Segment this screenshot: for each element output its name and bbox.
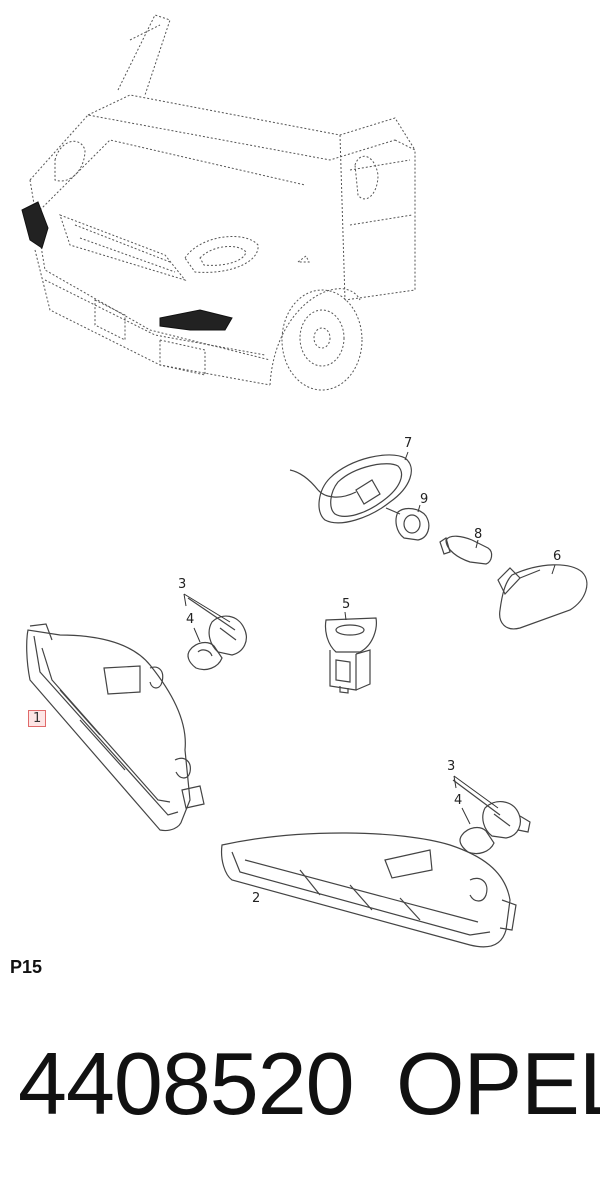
callout-6: 6: [553, 549, 562, 564]
callout-1: 1: [28, 710, 47, 727]
callout-3-upper: 3: [178, 577, 187, 592]
exploded-parts-diagram: [21, 14, 588, 948]
leader-lines: [183, 451, 556, 825]
callout-2: 2: [252, 891, 261, 906]
part-1-fog-lamp-left: [26, 623, 205, 832]
part-number: 4408520: [18, 1034, 355, 1133]
part-3-4-bulb-socket-upper: [187, 597, 247, 671]
callout-9: 9: [420, 492, 429, 507]
callout-8: 8: [474, 527, 483, 542]
callout-4-upper: 4: [186, 612, 195, 627]
callout-5: 5: [342, 597, 351, 612]
part-8-bulb: [439, 535, 493, 565]
vehicle-fog-lamp-highlights: [21, 201, 233, 331]
callout-7: 7: [404, 436, 413, 451]
part-9-bulb-socket: [385, 507, 430, 541]
callout-3-lower: 3: [447, 759, 456, 774]
part-7-lamp-housing: [289, 454, 412, 524]
brand-name: OPEL: [396, 1034, 600, 1133]
part-6-side-repeater: [497, 564, 588, 630]
part-3-4-bulb-socket-lower: [452, 779, 531, 855]
callout-4-lower: 4: [454, 793, 463, 808]
part-2-fog-lamp-right: [220, 832, 517, 948]
part-5-connector: [324, 617, 377, 694]
page-code: P15: [10, 957, 43, 977]
vehicle-front-illustration: [29, 14, 416, 391]
